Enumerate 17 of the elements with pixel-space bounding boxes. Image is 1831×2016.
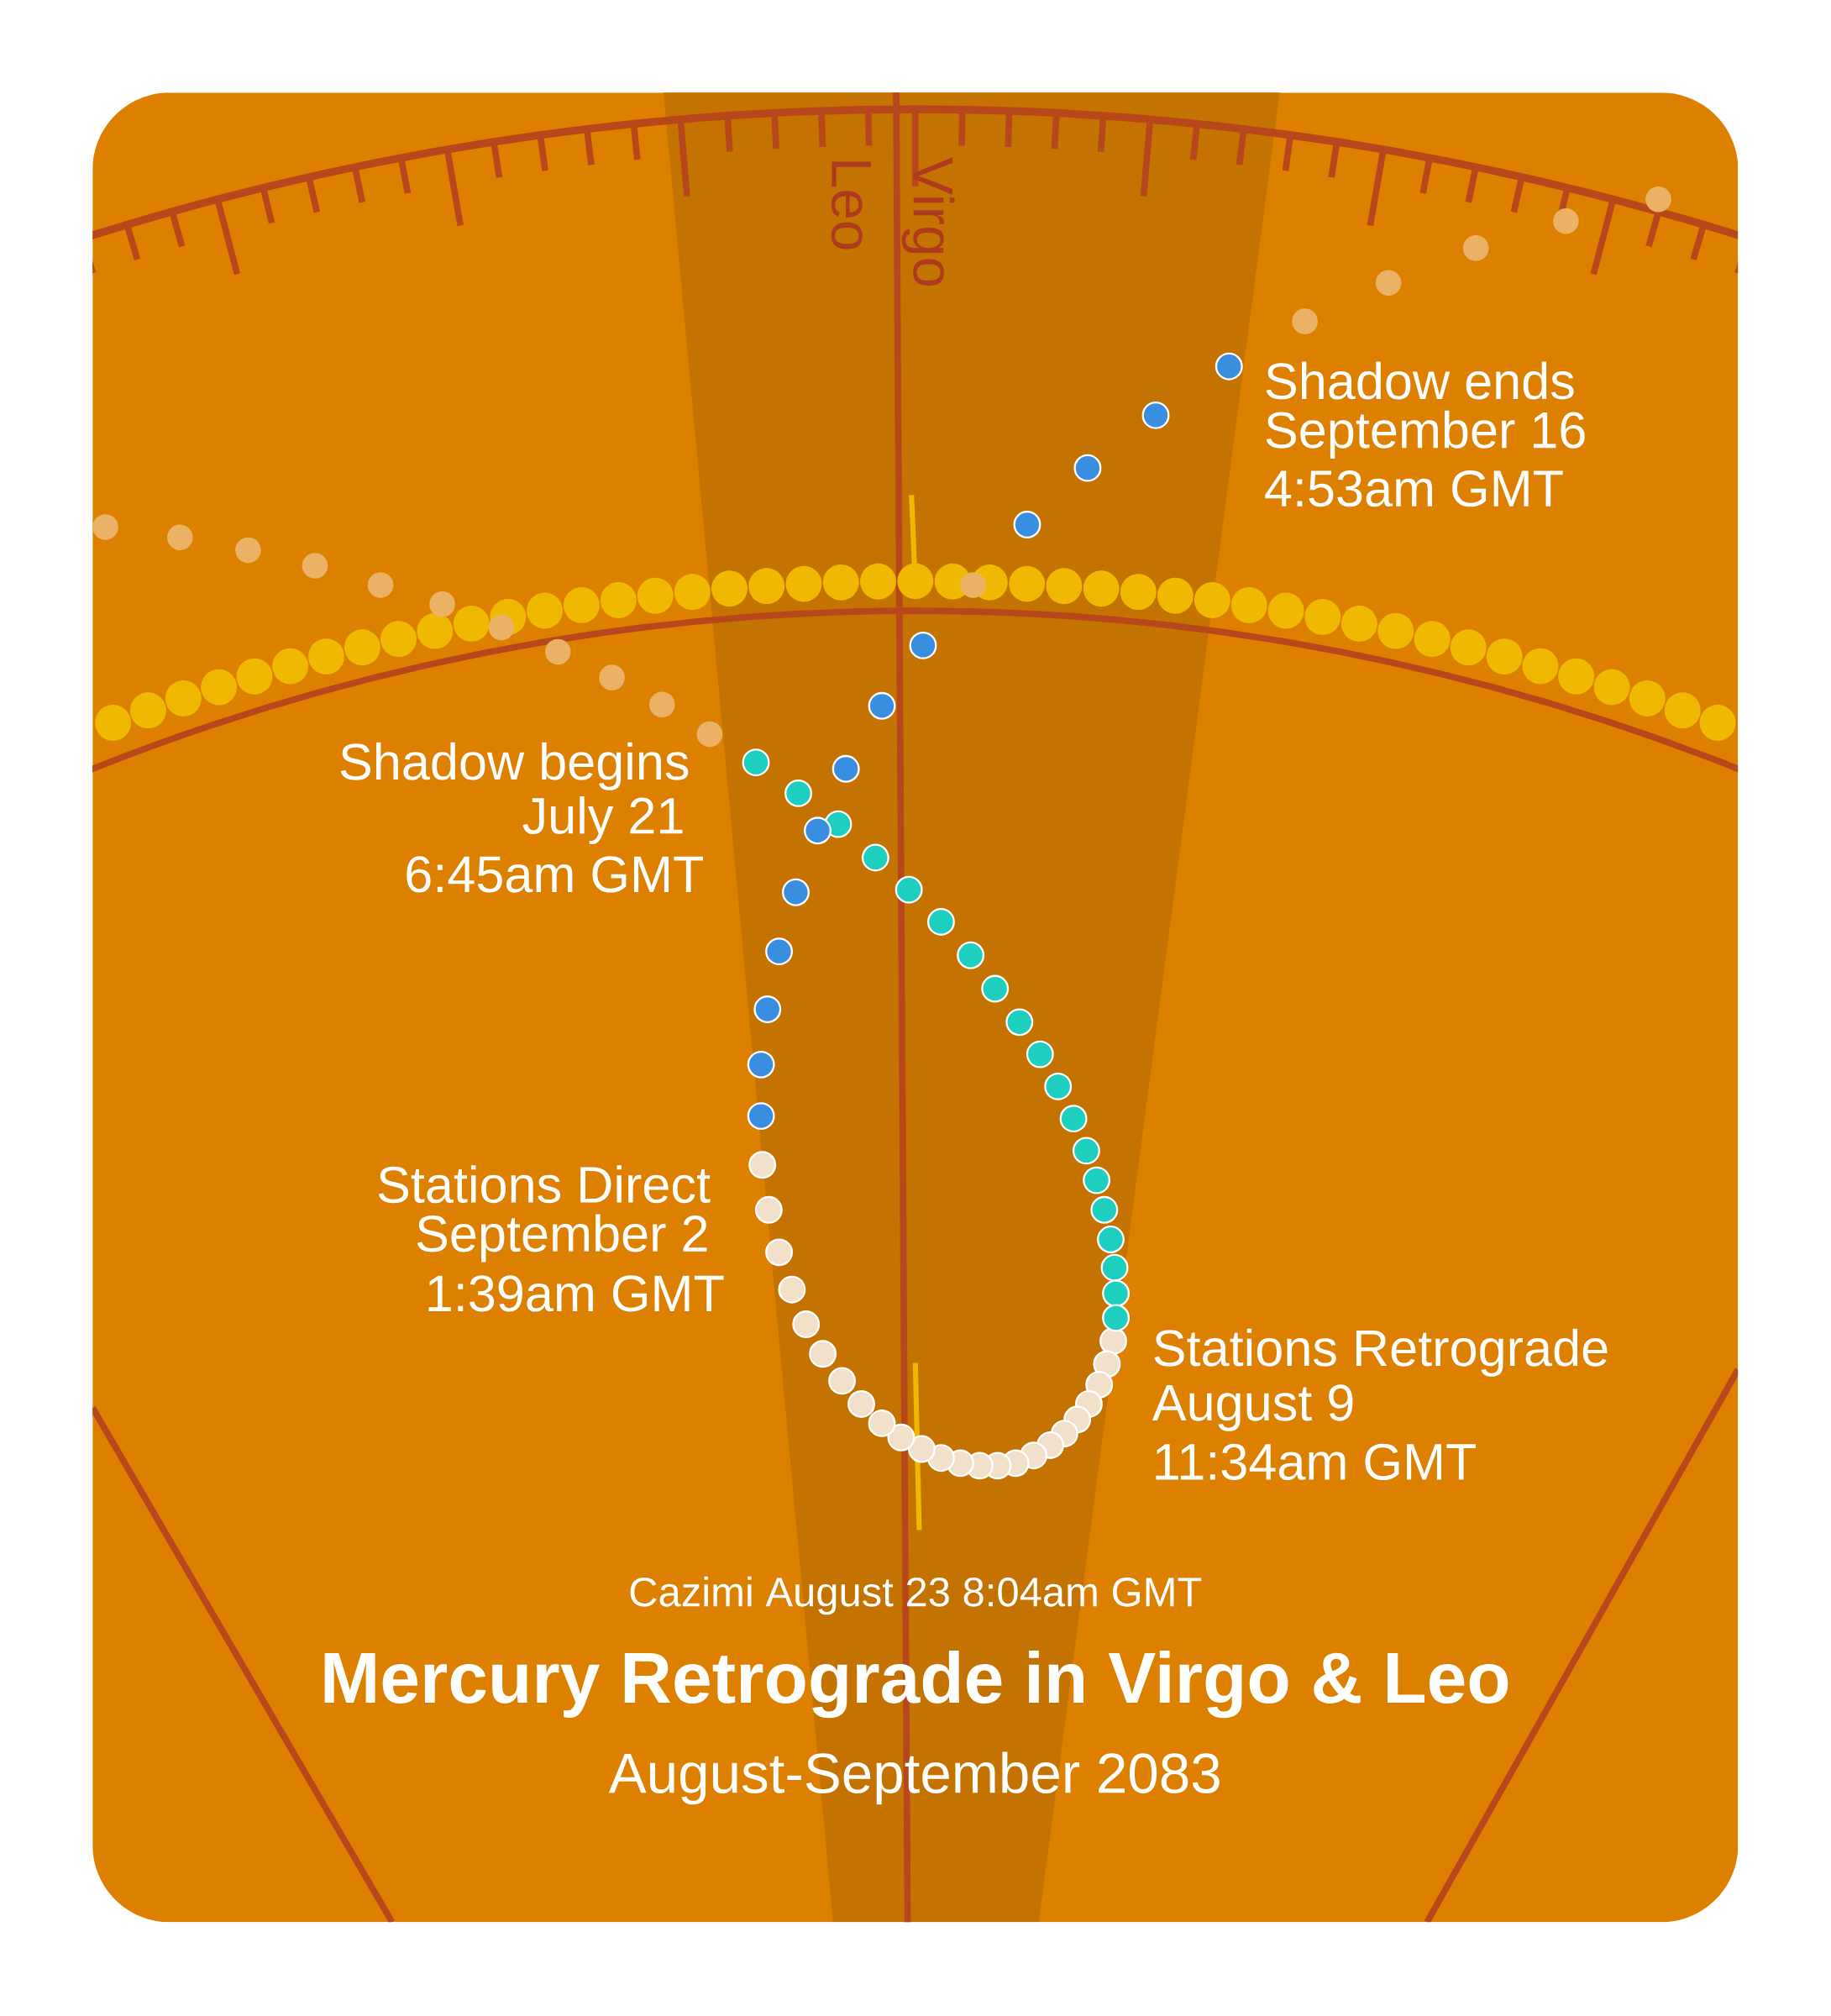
- subtitle: August-September 2083: [609, 1751, 1220, 1805]
- event-label: 4:53am GMT: [1265, 470, 1563, 507]
- event-label: Stations Retrograde: [1154, 1328, 1608, 1377]
- event-label: 1:39am GMT: [428, 1275, 724, 1312]
- event-label: July 21: [522, 796, 683, 845]
- cazimi-note: Cazimi August 23 8:04am GMT: [630, 1576, 1202, 1615]
- event-label: Shadow begins: [340, 742, 689, 790]
- event-label: August 9: [1152, 1384, 1353, 1431]
- event-label: September 2: [417, 1214, 707, 1263]
- event-label: Stations Direct: [379, 1165, 711, 1204]
- event-label: September 16: [1266, 410, 1585, 459]
- event-label: Shadow ends: [1266, 361, 1574, 400]
- title: Mercury Retrograde in Virgo & Leo: [324, 1650, 1508, 1719]
- event-label: 11:34am GMT: [1156, 1443, 1477, 1480]
- event-label: 6:45am GMT: [407, 856, 704, 893]
- sign-label: Virgo: [901, 157, 955, 286]
- sign-label: Leo: [832, 161, 871, 249]
